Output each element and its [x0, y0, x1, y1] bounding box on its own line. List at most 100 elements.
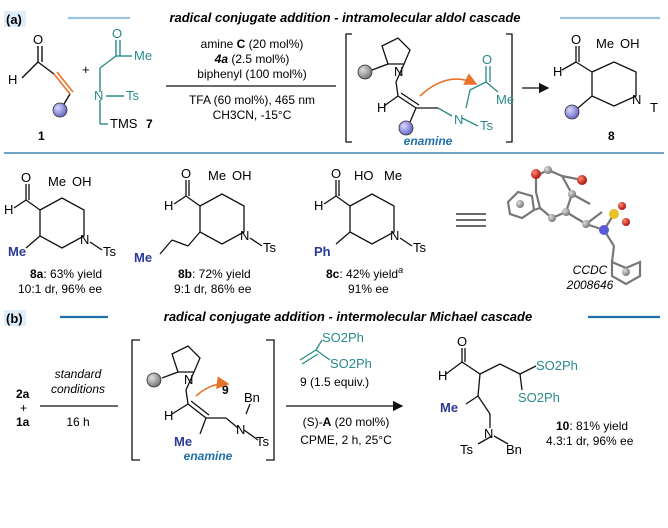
- sulfur-atom: [609, 209, 619, 219]
- orange-curved-arrow-a: [419, 73, 478, 97]
- gray-sphere-a: [357, 64, 373, 80]
- product-8-n: N: [632, 92, 641, 107]
- enamine-bn-b: Bn: [244, 390, 260, 405]
- enamine-o-a: O: [482, 52, 492, 67]
- purple-sphere-enamine-a: [398, 120, 414, 136]
- plus-b: +: [20, 401, 27, 415]
- panel-b-title: radical conjugate addition - intermolecu…: [164, 309, 532, 324]
- panel-a-title: radical conjugate addition - intramolecu…: [169, 10, 520, 25]
- 8c-o: O: [331, 166, 341, 181]
- carbon-atom: [562, 208, 570, 216]
- product-8-h: H: [553, 64, 562, 79]
- ts-7: Ts: [126, 88, 140, 103]
- product-10-n: N: [484, 426, 493, 441]
- reactant-1: [21, 46, 74, 105]
- product-10-so2ph-2: SO2Ph: [518, 390, 560, 405]
- ketone-o: O: [112, 26, 122, 41]
- orange-arrow-b: [195, 376, 230, 397]
- 8c-me: Me: [384, 168, 402, 183]
- 8b-n: N: [240, 228, 249, 243]
- 8c-nts-bond: [399, 237, 413, 247]
- product-8-o: O: [571, 32, 581, 47]
- 8b-oh: OH: [232, 168, 252, 183]
- panel-b-label-box: [4, 310, 26, 326]
- reagent-9-so2ph-top: SO2Ph: [322, 330, 364, 345]
- reagent-9-label: 9 (1.5 equiv.): [300, 375, 369, 389]
- product-8-me: Me: [596, 36, 614, 51]
- product-10-bn: Bn: [506, 442, 522, 457]
- time-b: 16 h: [66, 415, 89, 429]
- 8c-ho: HO: [354, 168, 374, 183]
- purple-sphere-1: [52, 102, 68, 118]
- purple-sphere-8: [564, 104, 580, 120]
- 8c-sub: Ph: [314, 244, 331, 259]
- enamine-h-b: H: [164, 408, 173, 423]
- pyrrolidine-b: [161, 345, 201, 391]
- 8a-ts: Ts: [103, 244, 117, 259]
- 8a-nts-bond: [89, 241, 103, 251]
- aldehyde-o: O: [33, 32, 43, 47]
- 8b-sub: Me: [134, 250, 152, 265]
- 8a-dr-ee: 10:1 dr, 96% ee: [18, 282, 102, 296]
- 8a-h: H: [4, 202, 13, 217]
- product-8c-structure: [323, 180, 395, 245]
- gray-sphere-b: [146, 372, 162, 388]
- ccdc-line2: 2008646: [566, 278, 614, 292]
- reagent-9-so2ph-bottom: SO2Ph: [330, 356, 372, 371]
- plus-a: +: [82, 62, 90, 77]
- enamine-h-a: H: [377, 100, 386, 115]
- oxygen-atom: [622, 218, 630, 226]
- tms-7: TMS: [110, 116, 138, 131]
- 8c-n: N: [390, 228, 399, 243]
- enamine-ts-a: Ts: [480, 118, 494, 133]
- carbon-atom: [548, 214, 556, 222]
- enamine-n2-a: N: [454, 112, 463, 127]
- enamine-n-a: N: [394, 64, 403, 79]
- panel-a-header: (a) radical conjugate addition - intramo…: [4, 10, 660, 27]
- 8b-o: O: [181, 166, 191, 181]
- nitrogen-atom: [599, 225, 609, 235]
- carbon-atom: [544, 166, 552, 174]
- enamine-label-b: enamine: [184, 449, 233, 463]
- 8b-h: H: [164, 198, 173, 213]
- product-10-so2ph-1: SO2Ph: [536, 358, 578, 373]
- panel-b-header: (b) radical conjugate addition - intermo…: [4, 309, 660, 326]
- 8b-ts: Ts: [263, 240, 277, 255]
- enamine-chain-a: [383, 81, 438, 123]
- 8a-sub: Me: [8, 244, 26, 259]
- enamine-label-a: enamine: [404, 134, 453, 148]
- ccdc-line1: CCDC: [573, 263, 608, 277]
- reactant-2a: 2a: [16, 387, 30, 401]
- product-10-yield: 10: 81% yield: [556, 419, 628, 433]
- 8c-ee: 91% ee: [348, 282, 389, 296]
- panel-b-label: (b): [6, 311, 23, 326]
- aldehyde-h: H: [8, 72, 17, 87]
- enamine-a-brackets: [345, 33, 513, 143]
- standard-line1: standard: [55, 367, 102, 381]
- pyrrolidine-a: [371, 37, 411, 83]
- oxygen-atom: [618, 202, 626, 210]
- product-8-label: 8: [608, 129, 615, 143]
- catalyst-b: (S)-A (20 mol%): [303, 415, 390, 429]
- 8b-nts-bond: [249, 237, 263, 247]
- 8a-o: O: [21, 170, 31, 185]
- product-10-me: Me: [440, 400, 458, 415]
- 8c-yield: 8c: 42% yielda: [326, 265, 403, 281]
- product-10: [445, 348, 537, 445]
- panel-a-label: (a): [6, 12, 22, 27]
- ketone-me: Me: [134, 48, 152, 63]
- product-10-dr-ee: 4.3:1 dr, 96% ee: [546, 434, 634, 448]
- enamine-side-a: [437, 66, 499, 127]
- product-10-ts: Ts: [460, 442, 474, 457]
- 8b-me: Me: [208, 168, 226, 183]
- 8a-n: N: [80, 232, 89, 247]
- product-10-o: O: [457, 334, 467, 349]
- cond-a-line3: biphenyl (100 mol%): [197, 67, 306, 81]
- equivalence-sign: [456, 213, 486, 227]
- 8b-yield: 8b: 72% yield: [178, 267, 251, 281]
- cond-a-line1: amine C (20 mol%): [201, 37, 304, 51]
- carbon-atom: [516, 200, 524, 208]
- compound-1-label: 1: [38, 129, 45, 143]
- panel-a-label-box: [4, 11, 26, 27]
